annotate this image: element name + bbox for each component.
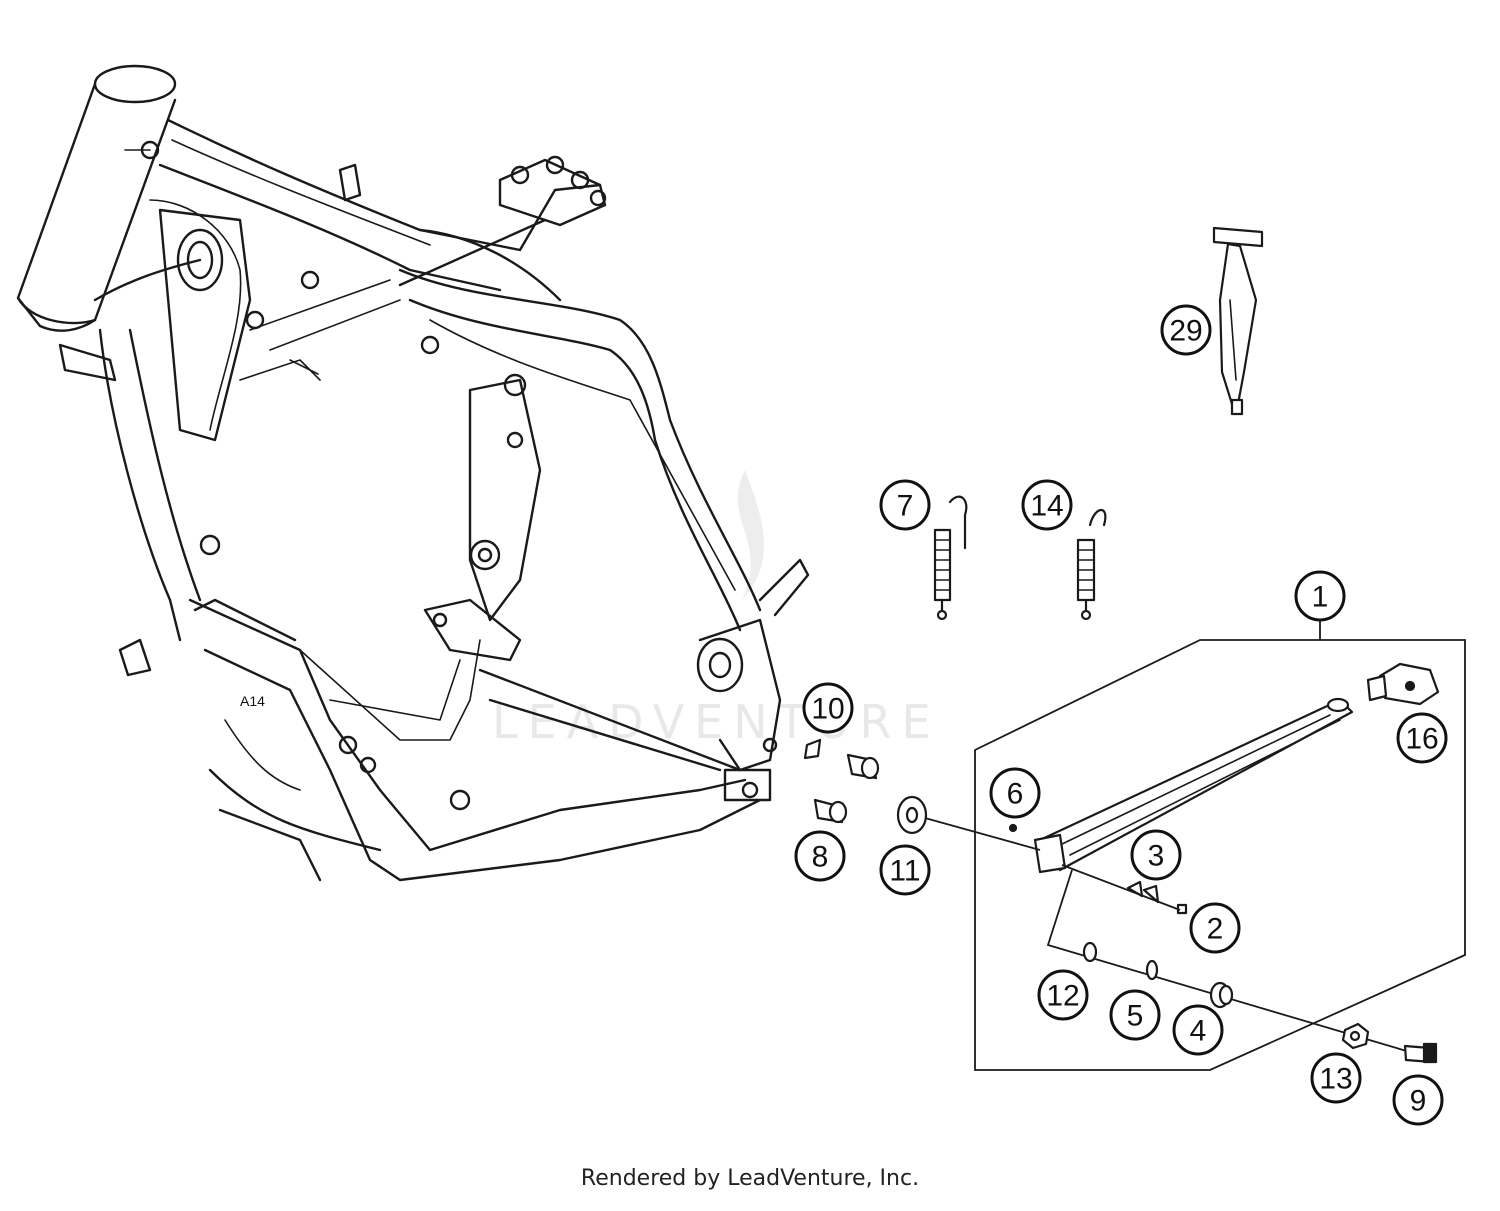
leader-stand-lower <box>1046 869 1421 1056</box>
callout-12[interactable]: 12 <box>1037 969 1089 1021</box>
bolt-near-10 <box>846 753 880 780</box>
washer-part-11 <box>896 795 928 835</box>
svg-text:1: 1 <box>1312 581 1329 614</box>
ball-part-6 <box>1008 823 1018 833</box>
bushing-part-4 <box>1209 981 1234 1009</box>
front-downtube <box>58 199 252 642</box>
callout-14[interactable]: 14 <box>1021 479 1073 531</box>
callout-6[interactable]: 6 <box>989 767 1041 819</box>
callout-3[interactable]: 3 <box>1130 829 1182 881</box>
svg-text:2: 2 <box>1207 913 1224 946</box>
swingarm-pivot-area <box>423 378 782 802</box>
callout-11[interactable]: 11 <box>879 844 931 896</box>
callout-4[interactable]: 4 <box>1172 1004 1224 1056</box>
svg-text:8: 8 <box>812 841 829 874</box>
callout-9[interactable]: 9 <box>1392 1074 1444 1126</box>
bolt-part-8 <box>813 798 848 824</box>
right-spar <box>398 268 810 632</box>
svg-text:6: 6 <box>1007 778 1024 811</box>
svg-text:12: 12 <box>1046 980 1079 1013</box>
svg-text:13: 13 <box>1319 1063 1352 1096</box>
washer-part-12 <box>1082 941 1098 963</box>
callout-16[interactable]: 16 <box>1396 712 1448 764</box>
callout-5[interactable]: 5 <box>1109 989 1161 1041</box>
motorcycle-frame: A14 <box>16 64 810 882</box>
side-stand-part-3 <box>1033 697 1354 874</box>
svg-text:11: 11 <box>889 855 920 888</box>
spring-part-7 <box>933 495 968 621</box>
tool-part-29 <box>1212 226 1264 416</box>
callout-13[interactable]: 13 <box>1310 1052 1362 1104</box>
lower-cradle <box>118 598 762 882</box>
clip-part-10 <box>803 738 822 760</box>
callout-10[interactable]: 10 <box>802 682 854 734</box>
svg-text:29: 29 <box>1169 315 1202 348</box>
bolt-part-9 <box>1403 1042 1438 1064</box>
watermark-flame-icon <box>737 470 764 600</box>
svg-text:16: 16 <box>1405 723 1438 756</box>
leader-stand-to-2 <box>1061 864 1181 911</box>
callout-29[interactable]: 29 <box>1160 304 1212 356</box>
nut-part-13 <box>1341 1022 1370 1050</box>
svg-text:4: 4 <box>1190 1015 1207 1048</box>
callout-1[interactable]: 1 <box>1294 570 1346 622</box>
leader-11-to-stand <box>924 817 1041 851</box>
steering-head-tube <box>16 64 177 332</box>
render-credit-footer: Rendered by LeadVenture, Inc. <box>580 1166 920 1191</box>
rear-top-bracket <box>338 155 607 227</box>
stand-foot-part-16 <box>1366 662 1440 706</box>
inner-bracing <box>199 270 527 811</box>
svg-text:10: 10 <box>811 693 844 726</box>
svg-text:3: 3 <box>1148 840 1165 873</box>
svg-text:14: 14 <box>1030 490 1063 523</box>
spring-part-14 <box>1076 508 1107 621</box>
svg-text:7: 7 <box>897 490 914 523</box>
washer-part-5 <box>1145 959 1159 981</box>
frame-mark: A14 <box>240 693 265 709</box>
svg-text:5: 5 <box>1127 1000 1144 1033</box>
callout-7[interactable]: 7 <box>879 479 931 531</box>
top-frame-spar <box>158 118 602 302</box>
svg-text:9: 9 <box>1410 1085 1427 1118</box>
callout-8[interactable]: 8 <box>794 830 846 882</box>
callout-2[interactable]: 2 <box>1189 902 1241 954</box>
